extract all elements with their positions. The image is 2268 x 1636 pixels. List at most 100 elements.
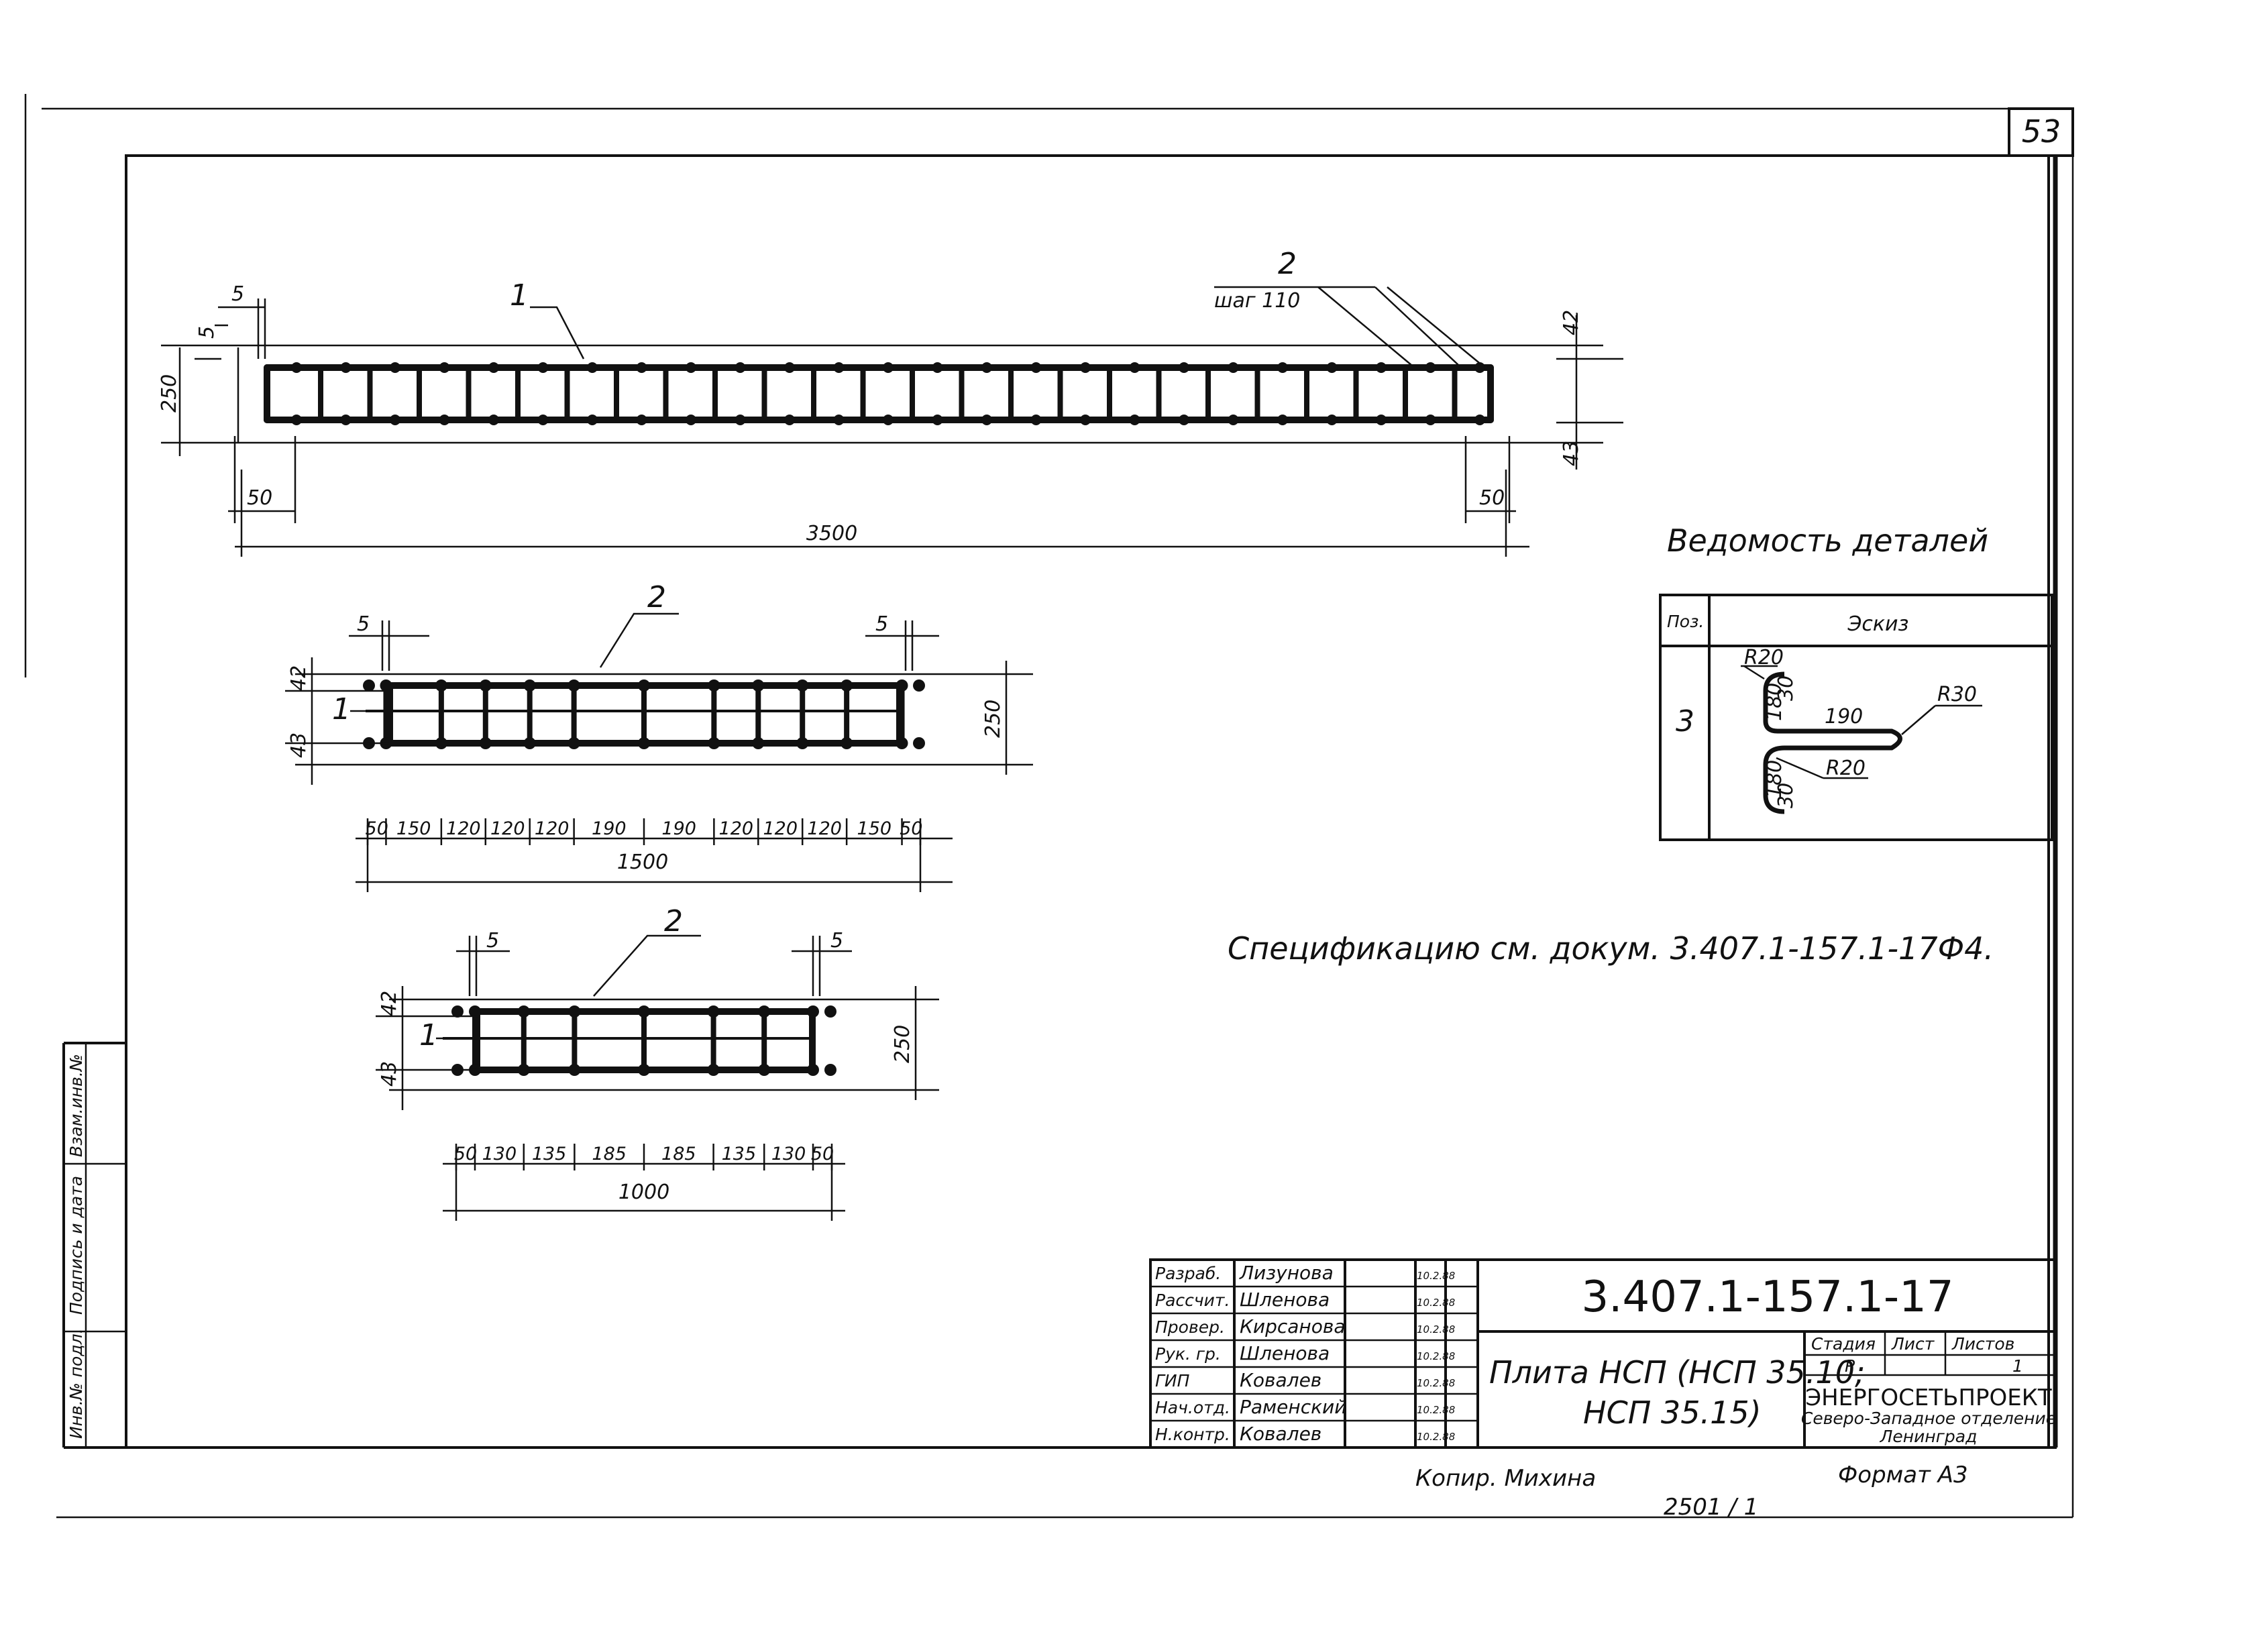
top-bar-dot [932,362,943,373]
top-bar-dot [1425,362,1436,373]
mid-spacing-label: 50 [366,818,388,839]
tb-date: 10.2.88 [1417,1377,1455,1389]
mid-spacing-label: 190 [592,818,627,839]
top-dim-5b: 5 [195,326,219,339]
tb-name: Шленова [1240,1289,1330,1311]
sheet-number: 53 [2022,113,2061,150]
sketch-r20b: R20 [1826,757,1866,780]
mid-bar-dot [479,679,492,692]
top-bar-dot [1376,415,1387,425]
mid-bar-dot [841,737,853,749]
mid-bar-dot [435,737,447,749]
top-bar-dot [1474,415,1485,425]
top-bar-dot [1425,415,1436,425]
top-bar-dot [735,362,746,373]
tb-date: 10.2.88 [1417,1350,1455,1362]
mid-spacing-label: 50 [900,818,922,839]
tb-date: 10.2.88 [1417,1323,1455,1335]
mid-spacing-label: 150 [857,818,892,839]
top-bar-dot [291,362,302,373]
bot-spacing-label: 135 [722,1144,757,1164]
top-bar-dot [1030,415,1042,425]
mid-bar-dot [752,679,765,692]
mid-dim-250: 250 [981,700,1005,738]
tb-date: 10.2.88 [1417,1297,1455,1309]
mid-bar-dot [435,679,447,692]
top-step-note: шаг 110 [1214,289,1300,313]
side-sign-date: Подпись и дата [66,1176,86,1315]
top-bar-dot [340,415,352,425]
top-bar-dot [636,362,647,373]
top-bar-dot [932,415,943,425]
mid-bar-dot [913,679,925,692]
top-bar-dot [883,415,894,425]
mid-bar-dot [523,679,536,692]
mid-bar-dot [796,737,809,749]
top-bar-dot [833,415,845,425]
tb-role: ГИП [1155,1371,1190,1390]
mid-leader-2: 2 [647,580,666,614]
footer-copier: Копир. Михина [1415,1465,1596,1492]
bot-bar-dot [638,1064,650,1076]
top-bar-dot [735,415,746,425]
bot-bar-dot [638,1005,650,1018]
top-bar-dot [439,362,450,373]
bot-dim-43: 43 [378,1061,401,1087]
doc-code: 3.407.1-157.1-17 [1581,1272,1953,1322]
mid-dim-1500: 1500 [617,851,668,874]
title-line1: Плита НСП (НСП 35.10; [1489,1354,1865,1390]
footer-format: Формат А3 [1838,1462,1968,1488]
tb-name: Шленова [1240,1342,1330,1364]
top-bar-dot [1129,415,1140,425]
top-bar-dot [784,362,795,373]
top-bar-dot [291,415,302,425]
mid-spacing-label: 120 [807,818,842,839]
top-dim-43: 43 [1560,441,1583,466]
top-dim-50r: 50 [1479,486,1505,510]
top-bar-dot [488,415,499,425]
side-inv-replace: Взам.инв.№ [66,1054,86,1157]
top-dim-50l: 50 [247,486,272,510]
top-bar-dot [686,415,696,425]
footer-order: 2501 / 1 [1664,1494,1758,1521]
details-col-pos: Поз. [1667,612,1704,631]
mid-dots [363,679,925,749]
top-bar-dot [1030,362,1042,373]
side-inv-orig: Инв.№ подл. [66,1328,86,1439]
org-line3: Ленинград [1880,1427,1978,1446]
tb-role: Рассчит. [1155,1291,1230,1310]
bot-bar-dot [707,1005,720,1018]
mid-bar-dot [380,679,392,692]
bot-leader-2: 2 [664,904,683,938]
bot-bar-dot [758,1064,771,1076]
top-bar-dot [1179,415,1189,425]
bot-stirrups [472,1012,816,1070]
bot-leader-1: 1 [419,1018,438,1052]
tb-name: Ковалев [1240,1423,1321,1445]
top-bar-dot [340,362,352,373]
top-bar-dot [587,362,598,373]
sheet-number-box: 53 [2008,107,2074,157]
bot-bar-dot [451,1005,464,1018]
spec-note: Спецификацию см. докум. 3.407.1-157.1-17… [1228,930,1994,967]
col-sheet: Лист [1891,1334,1935,1354]
col-stage: Стадия [1811,1334,1876,1354]
mid-bar-dot [913,737,925,749]
top-bar-dot [1080,362,1091,373]
mid-dim-42: 42 [287,665,311,691]
mid-bar-dot [479,737,492,749]
tb-date: 10.2.88 [1417,1270,1455,1282]
bot-dim-5l: 5 [486,929,499,952]
sketch-d180b: 180 [1763,760,1786,798]
top-bar-dot [1277,362,1288,373]
top-bar-dot [1326,415,1338,425]
org-line2: Северо-Западное отделение [1801,1409,2056,1428]
top-bar-dot [439,415,450,425]
top-dots [291,362,1485,425]
top-dim-3500: 3500 [806,522,857,545]
top-bar-dot [981,415,992,425]
